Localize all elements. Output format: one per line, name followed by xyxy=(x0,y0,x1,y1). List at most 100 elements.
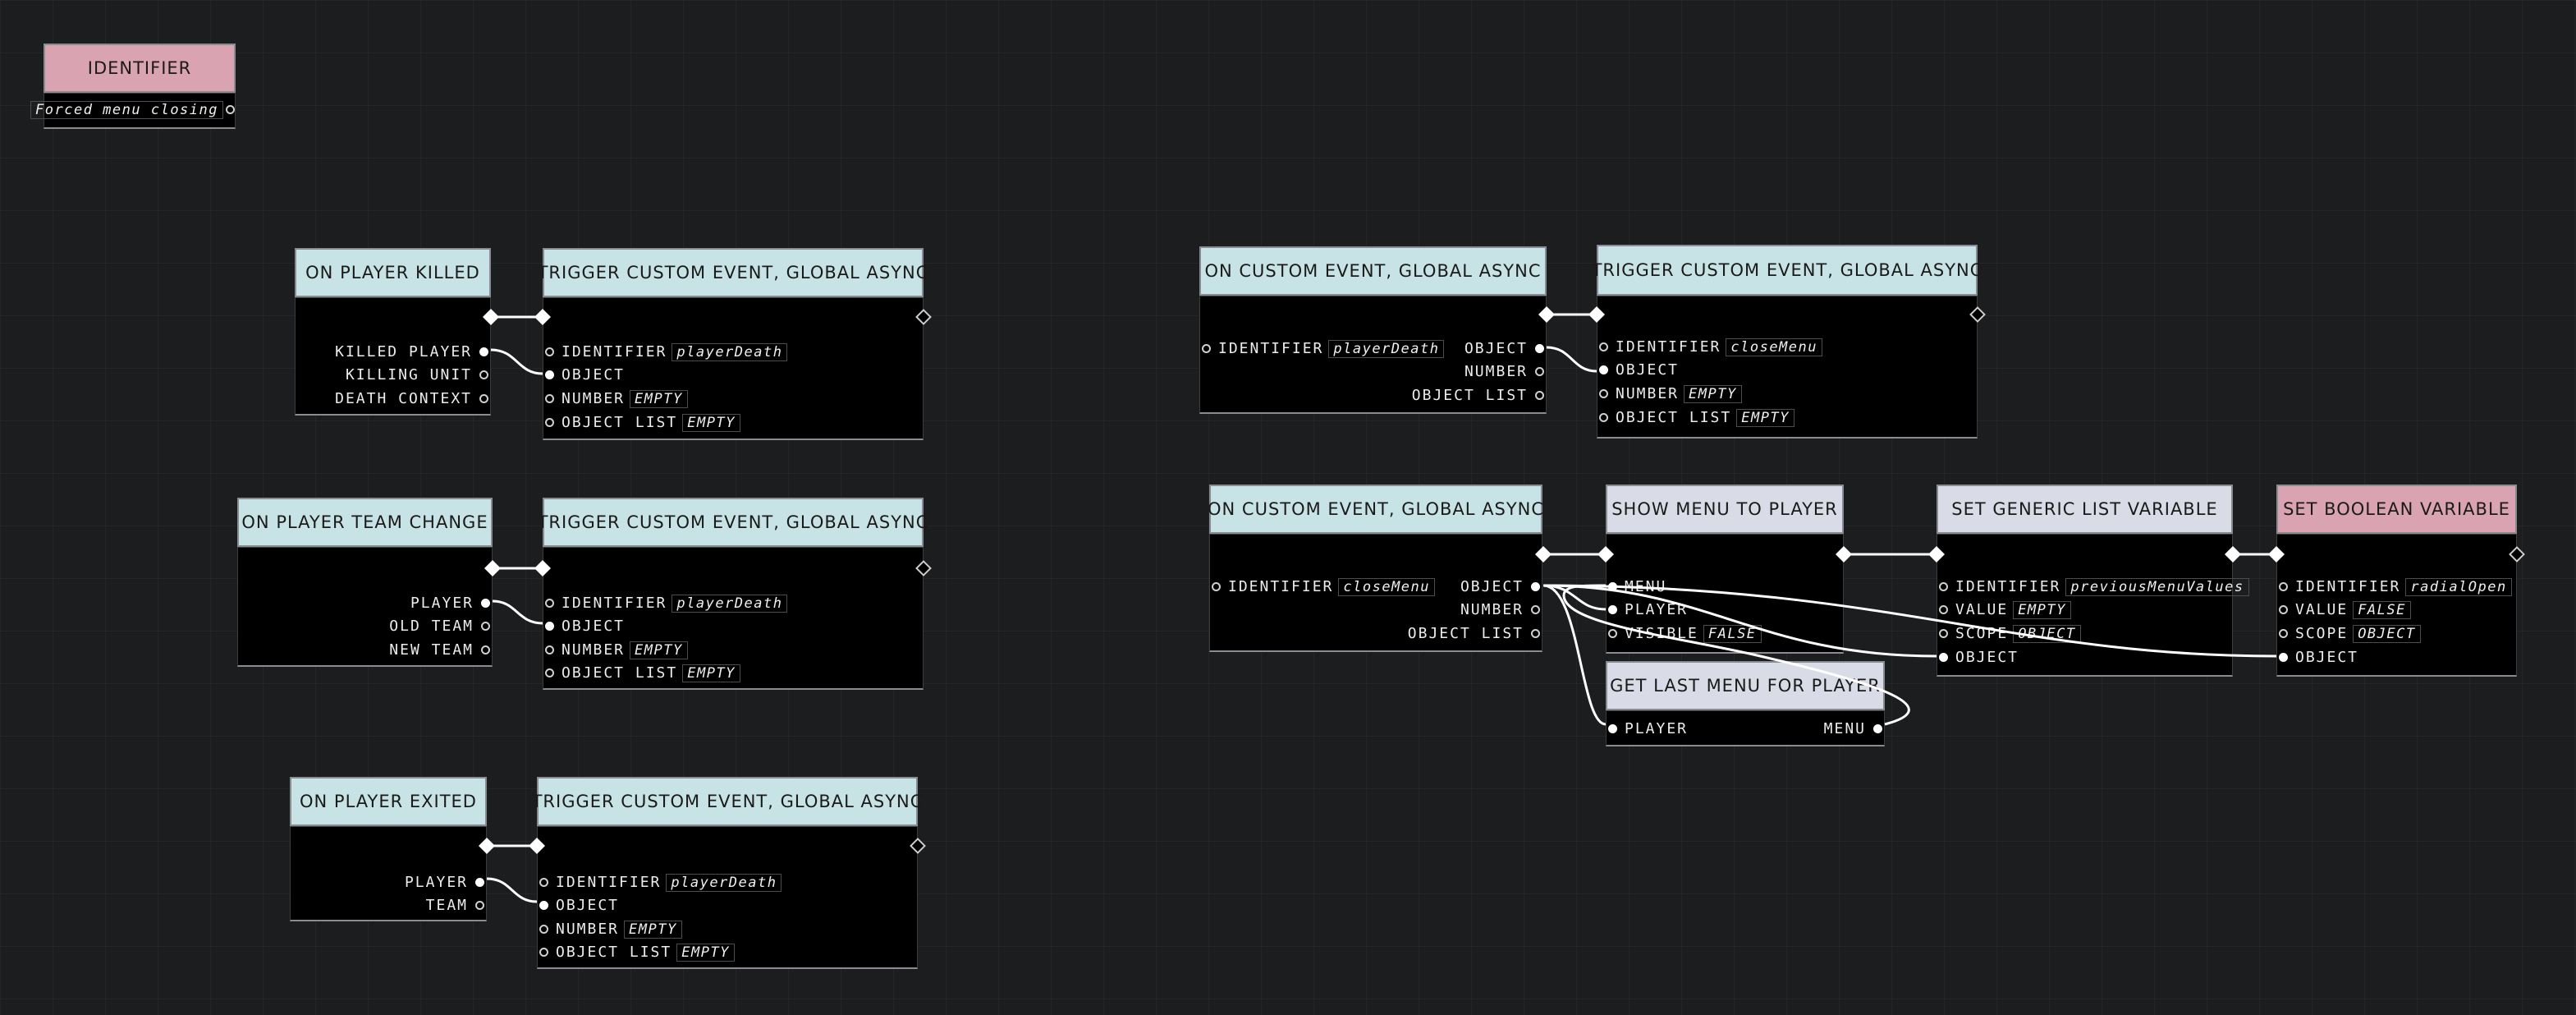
input-pin[interactable] xyxy=(1939,582,1948,591)
param-label: OBJECT xyxy=(2295,649,2359,666)
trigger-custom-event-node[interactable]: TRIGGER CUSTOM EVENT, GLOBAL ASYNC IDENT… xyxy=(538,498,928,690)
object-list-value[interactable]: EMPTY xyxy=(1736,409,1794,427)
object-list-value[interactable]: EMPTY xyxy=(676,944,735,962)
identifier-value[interactable]: closeMenu xyxy=(1726,338,1822,356)
identifier-value[interactable]: playerDeath xyxy=(672,595,788,613)
trigger-custom-event-node[interactable]: TRIGGER CUSTOM EVENT, GLOBAL ASYNC IDENT… xyxy=(538,248,928,440)
input-pin[interactable] xyxy=(545,599,554,608)
on-player-killed-node[interactable]: ON PLAYER KILLED KILLED PLAYER KILLING U… xyxy=(295,248,491,416)
identifier-value[interactable]: playerDeath xyxy=(672,343,788,361)
input-pin[interactable] xyxy=(2279,629,2288,638)
identifier-value[interactable]: playerDeath xyxy=(1328,340,1445,358)
data-wire xyxy=(486,877,538,903)
input-pin[interactable] xyxy=(1599,413,1608,422)
input-pin[interactable] xyxy=(545,418,554,427)
param-label: OBJECT LIST xyxy=(561,414,678,431)
scope-value[interactable]: OBJECT xyxy=(2353,625,2421,643)
input-pin[interactable] xyxy=(2279,605,2288,614)
input-pin[interactable] xyxy=(545,370,554,379)
input-pin[interactable] xyxy=(1212,582,1221,591)
on-player-team-change-node[interactable]: ON PLAYER TEAM CHANGE PLAYER OLD TEAM NE… xyxy=(237,498,493,667)
identifier-value[interactable]: playerDeath xyxy=(666,874,782,892)
on-player-exited-node[interactable]: ON PLAYER EXITED PLAYER TEAM xyxy=(290,777,487,921)
object-list-value[interactable]: EMPTY xyxy=(682,664,740,682)
trigger-custom-event-node[interactable]: TRIGGER CUSTOM EVENT, GLOBAL ASYNC IDENT… xyxy=(1592,245,1982,439)
output-pin[interactable] xyxy=(481,622,490,631)
input-pin[interactable] xyxy=(1608,724,1617,733)
number-value[interactable]: EMPTY xyxy=(630,641,688,659)
input-pin[interactable] xyxy=(1202,344,1211,353)
input-pin[interactable] xyxy=(1599,365,1608,374)
output-pin[interactable] xyxy=(479,370,488,379)
param-label: IDENTIFIER xyxy=(1955,578,2061,595)
value-field[interactable]: EMPTY xyxy=(2013,601,2071,619)
object-list-value[interactable]: EMPTY xyxy=(682,414,740,432)
input-pin[interactable] xyxy=(1599,389,1608,398)
param-label: OBJECT xyxy=(561,366,626,383)
param-label: OBJECT xyxy=(561,618,626,635)
input-pin[interactable] xyxy=(539,878,548,887)
param-label: OBJECT xyxy=(1616,361,1680,379)
output-pin[interactable] xyxy=(1535,344,1544,353)
output-pin[interactable] xyxy=(475,878,484,887)
identifier-value[interactable]: previousMenuValues xyxy=(2065,578,2249,596)
input-pin[interactable] xyxy=(539,901,548,910)
output-pin[interactable] xyxy=(1535,391,1544,400)
identifier-value[interactable]: Forced menu closing xyxy=(30,101,223,119)
output-pin[interactable] xyxy=(1873,724,1882,733)
input-pin[interactable] xyxy=(539,948,548,957)
input-pin[interactable] xyxy=(2279,582,2288,591)
output-pin[interactable] xyxy=(481,645,490,654)
output-pin[interactable] xyxy=(481,599,490,608)
param-label: NUMBER xyxy=(561,390,626,407)
input-pin[interactable] xyxy=(1939,653,1948,662)
input-pin[interactable] xyxy=(545,668,554,677)
output-pin[interactable] xyxy=(1531,582,1540,591)
output-pin[interactable] xyxy=(226,105,235,114)
output-pin[interactable] xyxy=(1535,367,1544,376)
input-pin[interactable] xyxy=(1939,605,1948,614)
input-pin[interactable] xyxy=(545,347,554,356)
on-custom-event-node[interactable]: ON CUSTOM EVENT, GLOBAL ASYNC IDENTIFIER… xyxy=(1208,485,1543,652)
node-title: TRIGGER CUSTOM EVENT, GLOBAL ASYNC xyxy=(1592,245,1982,296)
param-label: IDENTIFIER xyxy=(556,874,662,891)
input-pin[interactable] xyxy=(2279,653,2288,662)
visible-value[interactable]: FALSE xyxy=(1703,625,1762,643)
param-label: OBJECT LIST xyxy=(556,944,672,961)
node-title: ON PLAYER TEAM CHANGE xyxy=(237,498,493,547)
node-title: SET BOOLEAN VARIABLE xyxy=(2276,485,2517,534)
number-value[interactable]: EMPTY xyxy=(624,921,682,939)
get-last-menu-for-player-node[interactable]: GET LAST MENU FOR PLAYER PLAYER MENU xyxy=(1606,661,1885,746)
trigger-custom-event-node[interactable]: TRIGGER CUSTOM EVENT, GLOBAL ASYNC IDENT… xyxy=(532,777,922,969)
input-pin[interactable] xyxy=(1608,605,1617,614)
output-pin[interactable] xyxy=(1531,629,1540,638)
node-title: ON CUSTOM EVENT, GLOBAL ASYNC xyxy=(1208,485,1543,534)
value-field[interactable]: FALSE xyxy=(2353,601,2411,619)
data-wire xyxy=(1542,584,1607,726)
on-custom-event-node[interactable]: ON CUSTOM EVENT, GLOBAL ASYNC IDENTIFIER… xyxy=(1199,246,1547,414)
param-label: IDENTIFIER xyxy=(1228,578,1334,595)
input-pin[interactable] xyxy=(545,645,554,654)
identifier-value[interactable]: radialOpen xyxy=(2405,578,2512,596)
input-pin[interactable] xyxy=(1599,342,1608,351)
input-pin[interactable] xyxy=(545,394,554,403)
input-pin[interactable] xyxy=(1608,629,1617,638)
number-value[interactable]: EMPTY xyxy=(1684,385,1742,403)
input-pin[interactable] xyxy=(539,925,548,934)
output-pin[interactable] xyxy=(475,901,484,910)
input-pin[interactable] xyxy=(545,622,554,631)
identifier-value[interactable]: closeMenu xyxy=(1338,578,1435,596)
input-pin[interactable] xyxy=(1939,629,1948,638)
number-value[interactable]: EMPTY xyxy=(630,390,688,408)
identifier-node[interactable]: IDENTIFIER Forced menu closing xyxy=(30,44,236,129)
output-pin[interactable] xyxy=(479,394,488,403)
output-label: PLAYER xyxy=(410,595,474,612)
node-title: TRIGGER CUSTOM EVENT, GLOBAL ASYNC xyxy=(532,777,922,826)
param-label: PLAYER xyxy=(1625,720,1689,737)
output-pin[interactable] xyxy=(479,347,488,356)
output-pin[interactable] xyxy=(1531,605,1540,614)
